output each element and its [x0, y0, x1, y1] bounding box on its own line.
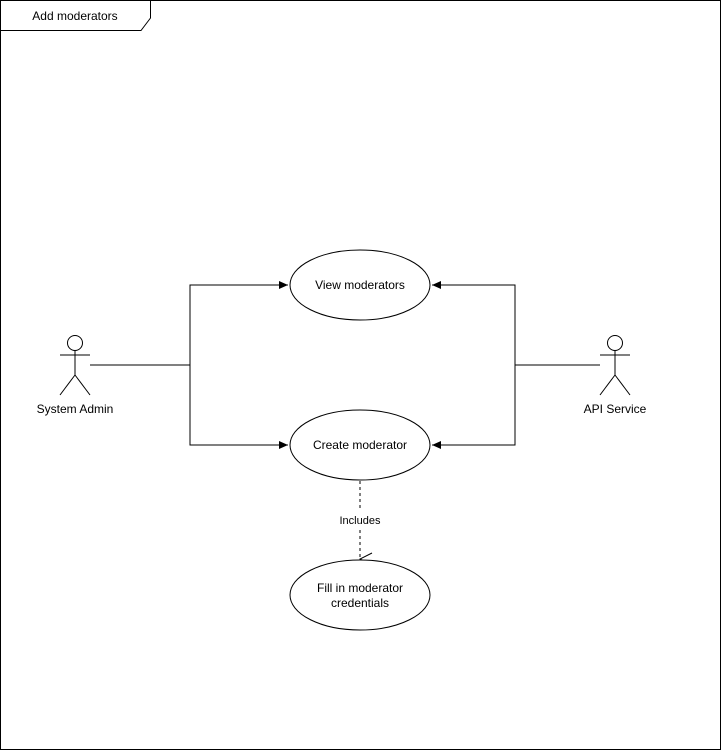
actor-label: API Service	[584, 402, 647, 416]
connector-admin-to-view-moderators	[90, 281, 288, 366]
actor-label: System Admin	[37, 402, 114, 416]
use-case-create-moderator[interactable]: Create moderator	[289, 409, 431, 481]
actor-left-leg	[599, 374, 616, 396]
connector-api-to-create-moderator	[432, 365, 516, 449]
actor-right-leg	[74, 374, 91, 396]
actor-left-leg	[59, 374, 76, 396]
use-case-ellipse	[289, 559, 431, 631]
use-case-label-line2: credentials	[331, 596, 389, 610]
actor-api-service[interactable]: API Service	[584, 335, 647, 417]
use-case-label: View moderators	[315, 278, 405, 292]
use-case-ellipse	[289, 409, 431, 481]
frame-title: Add moderators	[32, 9, 117, 23]
actor-system-admin[interactable]: System Admin	[37, 335, 114, 417]
actor-right-leg	[614, 374, 631, 396]
actor-head	[607, 335, 623, 351]
use-case-ellipse	[289, 249, 431, 321]
use-case-label: Create moderator	[313, 438, 407, 452]
include-relation-label: Includes	[340, 515, 381, 527]
connector-api-to-view-moderators	[432, 281, 600, 366]
frame-title-tab	[0, 0, 151, 31]
use-case-view-moderators[interactable]: View moderators	[289, 249, 431, 321]
connector-admin-to-create-moderator	[189, 365, 288, 449]
use-case-label-line1: Fill in moderator	[317, 581, 403, 595]
actor-head	[67, 335, 83, 351]
use-case-fill-credentials[interactable]: Fill in moderator credentials	[289, 559, 431, 631]
